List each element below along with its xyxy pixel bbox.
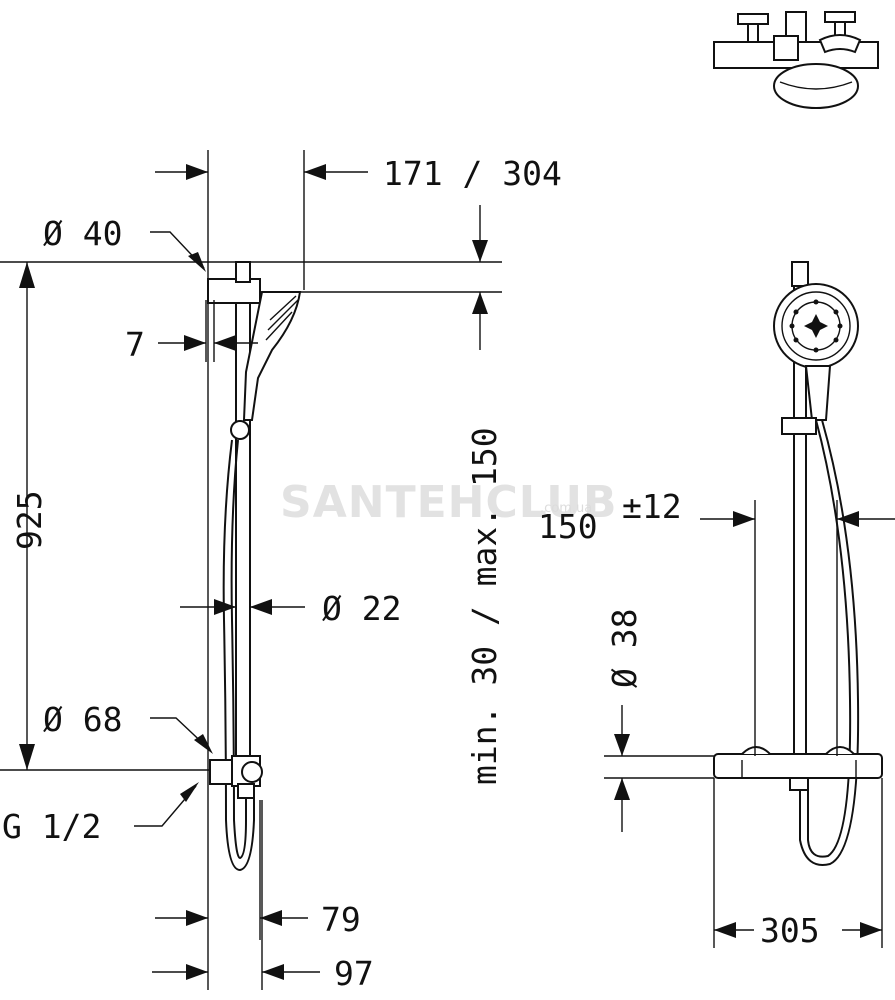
dimension-depth-97: 97: [334, 954, 374, 993]
product-perspective-icon: [713, 11, 879, 109]
watermark-brand: SANTEHCLUB: [280, 477, 618, 528]
left-dimension-arrows: [19, 164, 488, 980]
dimension-arm-length: 171 / 304: [383, 154, 562, 193]
dimension-outlet-diameter: Ø 68: [43, 700, 122, 739]
left-elevation-view: [0, 150, 502, 990]
dimension-thermostat-width: 305: [760, 911, 820, 950]
dimension-rail-diameter: Ø 22: [322, 589, 401, 628]
right-front-view: [713, 261, 883, 866]
dimension-center-distance: 150: [538, 507, 598, 546]
dimension-bracket-diameter: Ø 40: [43, 214, 122, 253]
dimension-bracket-offset: 7: [125, 325, 145, 364]
dimension-depth-79: 79: [321, 900, 361, 939]
dimension-adjustment-range: min. 30 / max. 150: [465, 427, 504, 785]
dimension-rail-height: 925: [10, 490, 49, 550]
dimension-thread-size: G 1/2: [2, 807, 101, 846]
right-dimension-arrows: [604, 500, 895, 948]
dimension-body-diameter: Ø 38: [605, 609, 644, 688]
watermark-domain: .com.ua: [540, 501, 592, 516]
dimension-tolerance: ±12: [622, 487, 682, 526]
